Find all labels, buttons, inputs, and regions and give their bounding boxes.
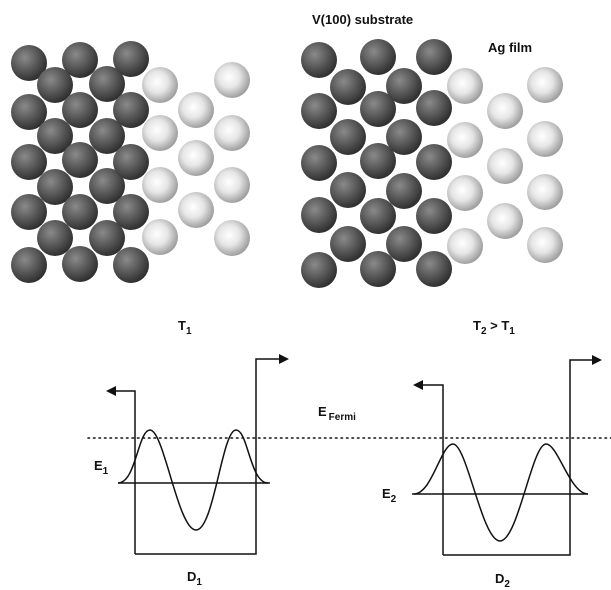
v-substrate-atom <box>62 194 98 230</box>
v-substrate-atom <box>89 118 125 154</box>
ag-film-atom <box>447 68 483 104</box>
v-substrate-atom <box>62 246 98 282</box>
ag-film-atom <box>214 115 250 151</box>
ag-film-atom <box>447 122 483 158</box>
v-substrate-atom <box>360 251 396 287</box>
temperature-left-label: T1 <box>178 318 192 337</box>
ag-film-atom <box>214 62 250 98</box>
v-substrate-atom <box>11 94 47 130</box>
v-substrate-atom <box>62 142 98 178</box>
v-substrate-atom <box>113 92 149 128</box>
quantum-well-left <box>106 354 289 555</box>
ag-film-atom <box>487 148 523 184</box>
ag-film-atom <box>178 140 214 176</box>
quantum-well-right <box>412 355 602 556</box>
well-right-arrow-right-panel <box>443 355 602 556</box>
v-substrate-atom <box>360 198 396 234</box>
v-substrate-atom <box>11 247 47 283</box>
well-right-arrow-left-panel <box>135 354 289 555</box>
v-substrate-atom <box>113 41 149 77</box>
v-substrate-atom <box>330 119 366 155</box>
v-substrate-atom <box>330 172 366 208</box>
v-substrate-atom <box>416 144 452 180</box>
temperature-right-label: T2 > T1 <box>473 318 515 337</box>
width-d2-label: D2 <box>495 571 510 590</box>
ag-film-atom <box>142 219 178 255</box>
ag-film-atom <box>178 92 214 128</box>
width-d1-label: D1 <box>187 569 202 588</box>
v-substrate-atom <box>37 118 73 154</box>
v-substrate-atom <box>416 39 452 75</box>
v-substrate-atom <box>89 66 125 102</box>
ag-film-atom <box>447 228 483 264</box>
v-substrate-atom <box>11 144 47 180</box>
ag-film-atom <box>142 115 178 151</box>
v-substrate-atom <box>301 252 337 288</box>
v-substrate-atom <box>37 169 73 205</box>
ag-film-atom <box>214 167 250 203</box>
v-substrate-atom <box>37 220 73 256</box>
v-substrate-atom <box>113 144 149 180</box>
lattice-left-t1 <box>11 41 250 283</box>
v-substrate-atom <box>113 194 149 230</box>
lattice-right-t2 <box>301 39 563 288</box>
energy-e1-label: E1 <box>94 458 109 477</box>
wavefunction-left <box>117 429 269 531</box>
ag-film-atom <box>527 174 563 210</box>
well-left-arrow <box>106 386 136 554</box>
v-substrate-atom <box>301 42 337 78</box>
ag-film-atom <box>527 67 563 103</box>
ag-film-atom <box>487 93 523 129</box>
v-substrate-atom <box>11 194 47 230</box>
energy-e2-label: E2 <box>382 486 397 505</box>
v-substrate-atom <box>301 145 337 181</box>
v-substrate-atom <box>416 198 452 234</box>
v-substrate-atom <box>62 92 98 128</box>
v-substrate-atom <box>386 173 422 209</box>
v-substrate-atom <box>416 90 452 126</box>
ag-film-atom <box>487 203 523 239</box>
v-substrate-atom <box>360 91 396 127</box>
ag-film-atom <box>527 227 563 263</box>
ag-film-atom <box>527 121 563 157</box>
v-substrate-atom <box>62 42 98 78</box>
v-substrate-atom <box>11 45 47 81</box>
v-substrate-atom <box>416 251 452 287</box>
v-substrate-atom <box>386 119 422 155</box>
v-substrate-atom <box>330 226 366 262</box>
v-substrate-atom <box>301 197 337 233</box>
film-label: Ag film <box>488 40 532 55</box>
v-substrate-atom <box>89 220 125 256</box>
v-substrate-atom <box>37 67 73 103</box>
ag-film-atom <box>214 220 250 256</box>
v-substrate-atom <box>113 247 149 283</box>
wavefunction-right <box>413 443 589 542</box>
v-substrate-atom <box>89 168 125 204</box>
ag-film-atom <box>142 67 178 103</box>
v-substrate-atom <box>386 226 422 262</box>
ag-film-atom <box>142 167 178 203</box>
v-substrate-atom <box>360 39 396 75</box>
substrate-label: V(100) substrate <box>312 12 413 27</box>
ag-film-atom <box>447 175 483 211</box>
v-substrate-atom <box>386 68 422 104</box>
ag-film-atom <box>178 192 214 228</box>
well-left-arrow-right-panel <box>413 380 444 555</box>
v-substrate-atom <box>360 143 396 179</box>
v-substrate-atom <box>330 69 366 105</box>
v-substrate-atom <box>301 93 337 129</box>
